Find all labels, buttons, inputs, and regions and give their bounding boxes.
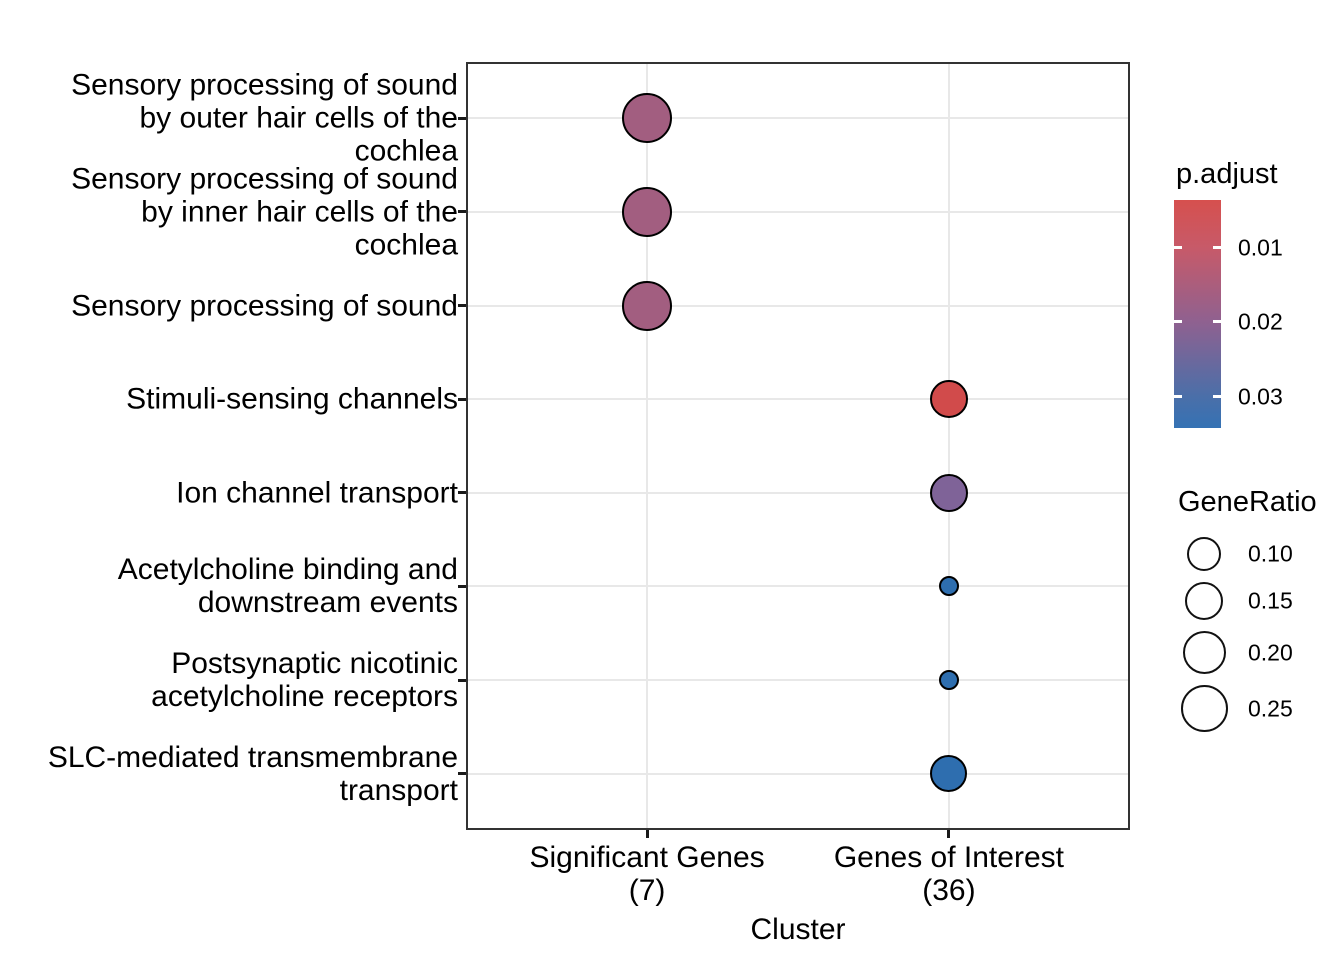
label-line: by outer hair cells of the: [139, 101, 458, 135]
size-legend-circle: [1187, 537, 1221, 571]
label-line: (7): [628, 874, 666, 907]
padjust-colorbar: [1174, 200, 1221, 428]
gridline-horizontal: [466, 210, 1130, 213]
x-axis-tick: [645, 830, 649, 838]
data-point: [930, 755, 968, 793]
label-line: Sensory processing of sound: [71, 289, 458, 322]
y-axis-tick: [458, 116, 466, 120]
gridline-vertical: [947, 62, 950, 830]
data-point: [622, 280, 673, 331]
label-line: Postsynaptic nicotinic: [171, 647, 458, 681]
y-axis-label: Sensory processing of sound: [8, 289, 458, 322]
label-line: cochlea: [354, 228, 458, 262]
label-line: SLC-mediated transmembrane: [47, 740, 458, 774]
data-point: [622, 93, 673, 144]
size-legend-circle: [1182, 631, 1226, 674]
y-axis-label: Ion channel transport: [8, 476, 458, 509]
gridline-horizontal: [466, 585, 1130, 588]
colorbar-tick-label: 0.03: [1238, 383, 1283, 410]
gridline-vertical: [646, 62, 649, 830]
gridline-horizontal: [466, 304, 1130, 307]
label-line: Genes of Interest: [833, 841, 1064, 874]
legend-padjust-title: p.adjust: [1176, 158, 1278, 190]
plot-panel: [466, 62, 1130, 830]
colorbar-tick: [1213, 395, 1221, 399]
colorbar-tick: [1213, 246, 1221, 250]
colorbar-tick-label: 0.02: [1238, 308, 1283, 335]
label-line: Sensory processing of sound: [71, 68, 458, 102]
x-axis-title: Cluster: [750, 913, 846, 946]
label-line: Ion channel transport: [176, 476, 458, 510]
y-axis-tick: [458, 491, 466, 495]
colorbar-tick: [1174, 320, 1182, 324]
size-legend-circle: [1185, 582, 1223, 620]
y-axis-tick: [458, 772, 466, 776]
label-line: Stimuli-sensing channels: [126, 382, 458, 416]
data-point: [938, 576, 959, 597]
label-line: Sensory processing of sound: [71, 162, 458, 196]
size-legend-label: 0.10: [1248, 540, 1293, 567]
label-line: cochlea: [354, 134, 458, 168]
x-axis-label: Significant Genes(7): [530, 841, 765, 907]
gridline-horizontal: [466, 398, 1130, 401]
gridline-horizontal: [466, 679, 1130, 682]
y-axis-tick: [458, 678, 466, 682]
gridline-horizontal: [466, 772, 1130, 775]
gridline-horizontal: [466, 117, 1130, 120]
data-point: [929, 380, 968, 419]
size-legend-label: 0.25: [1248, 695, 1293, 721]
size-legend-label: 0.20: [1248, 639, 1293, 665]
y-axis-tick: [458, 397, 466, 401]
x-axis-tick: [947, 830, 951, 838]
data-point: [622, 186, 673, 237]
legend-generatio-title: GeneRatio: [1178, 486, 1317, 518]
x-axis-label: Genes of Interest(36): [834, 841, 1064, 907]
label-line: Significant Genes: [529, 841, 765, 874]
label-line: by inner hair cells of the: [141, 195, 458, 229]
y-axis-tick: [458, 304, 466, 307]
label-line: acetylcholine receptors: [151, 680, 458, 714]
data-point: [929, 473, 968, 512]
size-legend-circle: [1180, 685, 1228, 732]
label-line: transport: [339, 773, 458, 807]
colorbar-tick: [1174, 395, 1182, 399]
label-line: Acetylcholine binding and: [117, 553, 458, 587]
data-point: [938, 670, 959, 691]
colorbar-tick: [1213, 320, 1221, 324]
colorbar-tick: [1174, 246, 1182, 250]
y-axis-label: Stimuli-sensing channels: [8, 383, 458, 416]
size-legend-label: 0.15: [1248, 587, 1293, 614]
y-axis-tick: [458, 584, 466, 588]
colorbar-tick-label: 0.01: [1238, 234, 1283, 261]
y-axis-tick: [458, 210, 466, 214]
gridline-horizontal: [466, 491, 1130, 494]
label-line: (36): [922, 874, 976, 907]
label-line: downstream events: [197, 586, 458, 620]
